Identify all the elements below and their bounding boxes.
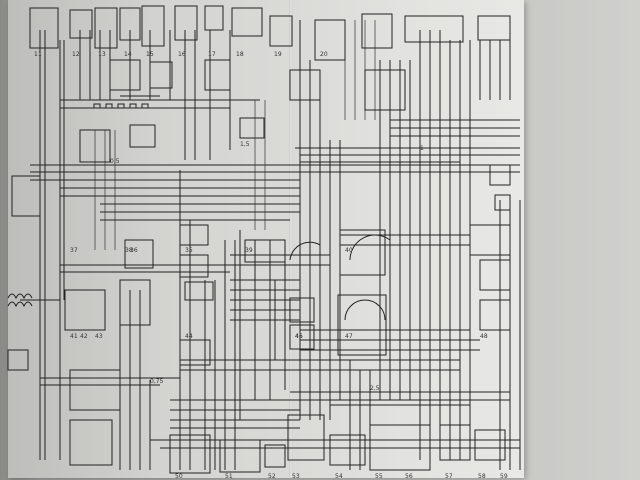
label-top-1: 12 bbox=[72, 51, 80, 58]
label-top-0: 11 bbox=[34, 51, 42, 58]
label-top-5: 16 bbox=[178, 51, 186, 58]
wire-code-2: 2,5 bbox=[370, 385, 380, 392]
label-low-1: 42 bbox=[80, 333, 88, 340]
label-bot-5: 55 bbox=[375, 473, 383, 480]
wire-code-0: 0,5 bbox=[110, 158, 120, 165]
label-low-5: 46 bbox=[295, 333, 303, 340]
label-low-4: 45 bbox=[295, 333, 303, 340]
wiring-traces bbox=[20, 20, 521, 470]
label-bot-6: 56 bbox=[405, 473, 413, 480]
wire-code-4: 1 bbox=[420, 145, 424, 152]
label-top-6: 17 bbox=[208, 51, 216, 58]
label-top-2: 13 bbox=[98, 51, 106, 58]
label-bot-9: 59 bbox=[500, 473, 508, 480]
label-bot-0: 50 bbox=[175, 473, 183, 480]
component-boxes bbox=[7, 5, 511, 474]
label-mid-2: 37 bbox=[70, 247, 78, 254]
label-bot-2: 52 bbox=[268, 473, 276, 480]
label-mid-1: 36 bbox=[130, 247, 138, 254]
wire-code-1: 1,5 bbox=[240, 141, 250, 148]
label-bot-4: 54 bbox=[335, 473, 343, 480]
label-low-3: 44 bbox=[185, 333, 193, 340]
label-mid-5: 40 bbox=[345, 247, 353, 254]
page-fold bbox=[289, 0, 293, 478]
label-bot-7: 57 bbox=[445, 473, 453, 480]
label-top-8: 19 bbox=[274, 51, 282, 58]
label-mid-3: 38 bbox=[125, 247, 133, 254]
label-low-6: 47 bbox=[345, 333, 353, 340]
label-mid-4: 39 bbox=[245, 247, 253, 254]
label-top-4: 15 bbox=[146, 51, 154, 58]
label-bot-8: 58 bbox=[478, 473, 486, 480]
label-top-3: 14 bbox=[124, 51, 132, 58]
label-mid-0: 35 bbox=[185, 247, 193, 254]
schematic-sheet bbox=[8, 0, 524, 478]
label-low-0: 41 bbox=[70, 333, 78, 340]
label-top-7: 18 bbox=[236, 51, 244, 58]
label-low-2: 43 bbox=[95, 333, 103, 340]
label-low-7: 48 bbox=[480, 333, 488, 340]
wire-code-3: 0,75 bbox=[150, 378, 164, 385]
label-bot-3: 53 bbox=[292, 473, 300, 480]
label-top-9: 20 bbox=[320, 51, 328, 58]
label-bot-1: 51 bbox=[225, 473, 233, 480]
